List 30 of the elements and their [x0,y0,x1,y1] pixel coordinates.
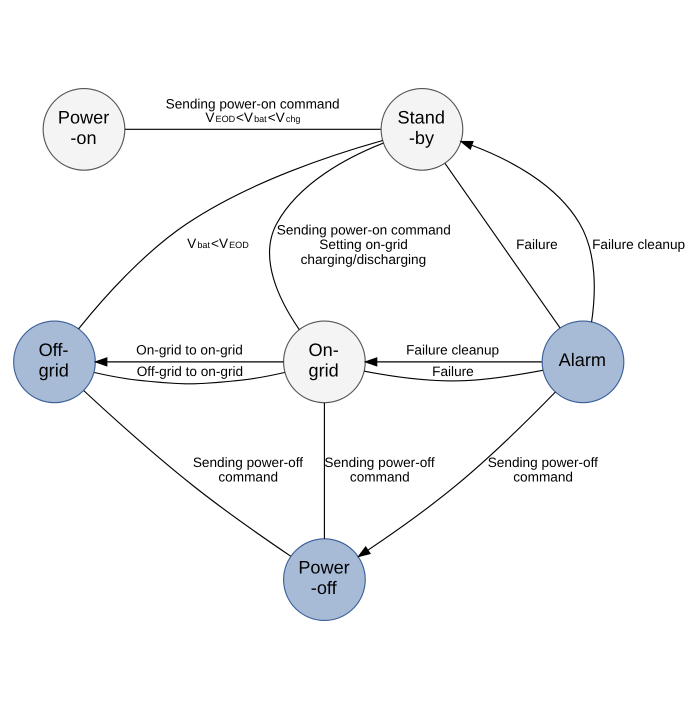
connector [83,390,291,557]
node-circle: On- grid [282,320,366,404]
edge-label: Sending power-off command [192,454,303,485]
node-circle: Off- grid [12,320,96,404]
node-circle: Power -on [42,88,125,171]
arrow [363,357,542,367]
edge-label: Failure cleanup [592,237,685,252]
node-circle: Alarm [541,320,624,404]
edge-label: Sending power-on command Setting on-grid charging/discharging [276,222,450,267]
connector [78,140,382,330]
edge-label: Off-grid to on-grid [136,364,243,380]
connector [268,142,384,330]
node-circle: Stand -by [380,88,463,171]
arrow [356,392,556,558]
connector [364,370,542,382]
arrow [93,357,283,367]
connector [444,163,560,328]
connector [94,372,284,384]
edge-label: On-grid to on-grid [136,342,242,358]
edge-label: Sending power-off command [487,454,598,485]
connector [124,128,380,130]
edge-label: Sending power-off command [324,454,434,485]
edge-label: Failure cleanup [406,342,499,358]
edge-label: Failure [432,364,474,380]
edge-label: Failure [516,237,558,252]
arrow [458,140,594,322]
edge-label: Vbat<VEOD [186,236,248,251]
edge-label: Sending power-on command VEOD<Vbat<Vchg [165,96,340,126]
node-circle: Power -off [282,538,366,622]
connector [323,403,324,539]
